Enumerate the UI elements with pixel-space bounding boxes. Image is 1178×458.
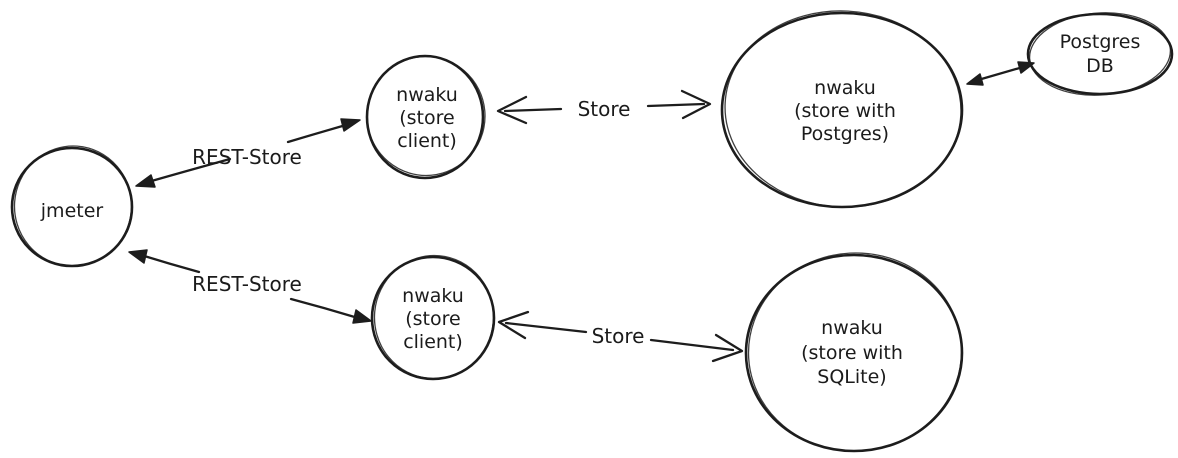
node-nwaku-store-client-bottom: nwaku (store client) <box>370 254 496 381</box>
edge-line-segment <box>286 123 348 144</box>
node-store-sqlite-shape-sketch <box>747 252 963 452</box>
node-client-bottom-label-line3: client) <box>403 331 463 353</box>
open-arrowhead <box>711 333 744 363</box>
arrowhead <box>352 309 372 324</box>
node-client-top-shape-sketch <box>366 55 486 177</box>
node-nwaku-store-postgres: nwaku (store with Postgres) <box>720 10 964 209</box>
edge-line-segment <box>503 107 563 113</box>
node-client-bottom-shape-sketch <box>373 254 495 380</box>
edge-line-segment <box>646 102 706 108</box>
edge-label-store-bottom: Store <box>592 324 645 348</box>
node-store-postgres-shape-sketch <box>724 10 962 208</box>
arrowhead <box>340 118 361 132</box>
edge-client-top-store-postgres: Store <box>496 89 712 125</box>
node-postgres-db: Postgres DB <box>1026 12 1174 96</box>
node-nwaku-store-client-top: nwaku (store client) <box>365 54 486 180</box>
edge-jmeter-client-bottom: REST-Store <box>128 249 372 324</box>
node-postgres-db-label-line1: Postgres <box>1060 31 1141 53</box>
edge-label-rest-store-bottom: REST-Store <box>192 272 302 296</box>
node-store-sqlite-label-line3: SQLite) <box>817 366 886 388</box>
arrowhead <box>135 174 156 188</box>
node-nwaku-store-sqlite: nwaku (store with SQLite) <box>744 252 964 453</box>
edge-line-segment <box>146 157 232 184</box>
arrowhead <box>966 73 984 86</box>
edge-line-segment <box>504 321 588 334</box>
edge-label-rest-store-top: REST-Store <box>192 145 302 169</box>
node-postgres-db-label-line2: DB <box>1086 55 1114 77</box>
arrowhead <box>128 249 148 264</box>
open-arrowhead <box>680 89 712 120</box>
edge-client-bottom-store-sqlite: Store <box>497 310 744 363</box>
node-client-top-label-line3: client) <box>397 130 457 152</box>
node-jmeter-shape-sketch <box>13 145 133 267</box>
edge-line-segment <box>289 297 360 320</box>
node-jmeter-label: jmeter <box>40 200 104 222</box>
node-client-top-label-line2: (store <box>399 107 454 129</box>
node-postgres-db-shape <box>1026 12 1174 96</box>
open-arrowhead <box>496 95 528 125</box>
node-client-bottom-label-line1: nwaku <box>402 285 464 307</box>
node-jmeter: jmeter <box>10 145 134 268</box>
node-client-bottom-label-line2: (store <box>405 308 460 330</box>
edge-line-segment <box>976 65 1025 82</box>
arrowhead <box>1017 61 1035 74</box>
node-client-top-label-line1: nwaku <box>396 84 458 106</box>
node-store-sqlite-label-line1: nwaku <box>821 317 883 339</box>
edge-label-store-top: Store <box>578 97 631 121</box>
node-store-postgres-label-line3: Postgres) <box>801 123 889 145</box>
open-arrowhead <box>497 310 530 340</box>
edge-jmeter-client-top: REST-Store <box>135 118 361 188</box>
edge-line-segment <box>649 338 735 352</box>
edge-line-segment <box>139 253 201 274</box>
node-store-postgres-label-line2: (store with <box>794 100 896 122</box>
edge-store-postgres-db <box>966 61 1035 86</box>
node-store-postgres-label-line1: nwaku <box>814 77 876 99</box>
node-postgres-db-shape-sketch <box>1028 12 1172 96</box>
node-store-sqlite-label-line2: (store with <box>801 342 903 364</box>
